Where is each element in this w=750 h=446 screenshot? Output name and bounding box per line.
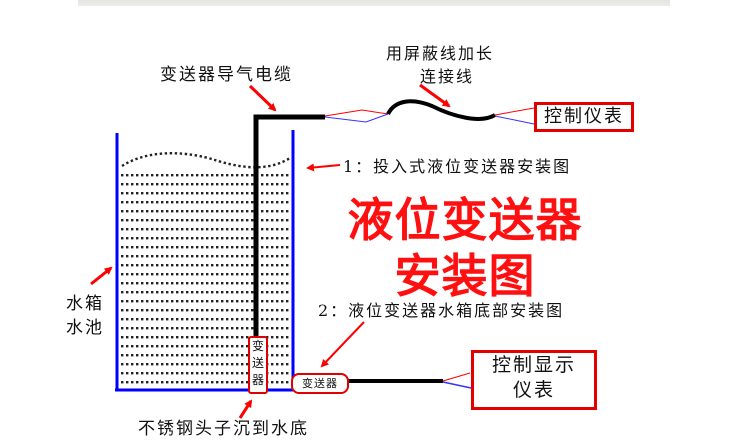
install-method-2: 2：液位变送器水箱底部安装图 bbox=[318, 301, 565, 320]
bottom-mounted-transmitter: 变送器 bbox=[291, 373, 349, 394]
diagram-title-line1: 液位变送器 bbox=[347, 193, 583, 247]
transmitter-cable bbox=[253, 114, 325, 337]
sensor-char: 变 bbox=[251, 339, 264, 353]
diagram-title-line2: 安装图 bbox=[394, 249, 536, 303]
sensor-char: 器 bbox=[251, 373, 264, 387]
extension-label-line1: 用屏蔽线加长 bbox=[386, 44, 495, 63]
arrows bbox=[90, 83, 451, 419]
extension-label-line2: 连接线 bbox=[420, 67, 475, 86]
tank-label-line2: 水池 bbox=[66, 318, 104, 338]
install-method-1: 1：投入式液位变送器安装图 bbox=[343, 157, 572, 176]
shielded-extension-cable bbox=[386, 99, 497, 121]
stainless-probe-label: 不锈钢头子沉到水底 bbox=[138, 419, 309, 439]
control-meter-box: 控制仪表 bbox=[534, 102, 634, 132]
tank-label-line1: 水箱 bbox=[66, 294, 104, 314]
cable-label: 变送器导气电缆 bbox=[160, 65, 293, 85]
control-display-line1: 控制显示 bbox=[491, 354, 576, 376]
control-display-box: 控制显示 仪表 bbox=[471, 350, 597, 410]
control-display-line2: 仪表 bbox=[512, 379, 555, 401]
submersible-transmitter: 变 送 器 bbox=[248, 336, 268, 394]
top-edge-bar bbox=[78, 0, 670, 6]
sensor-char: 送 bbox=[251, 356, 264, 370]
